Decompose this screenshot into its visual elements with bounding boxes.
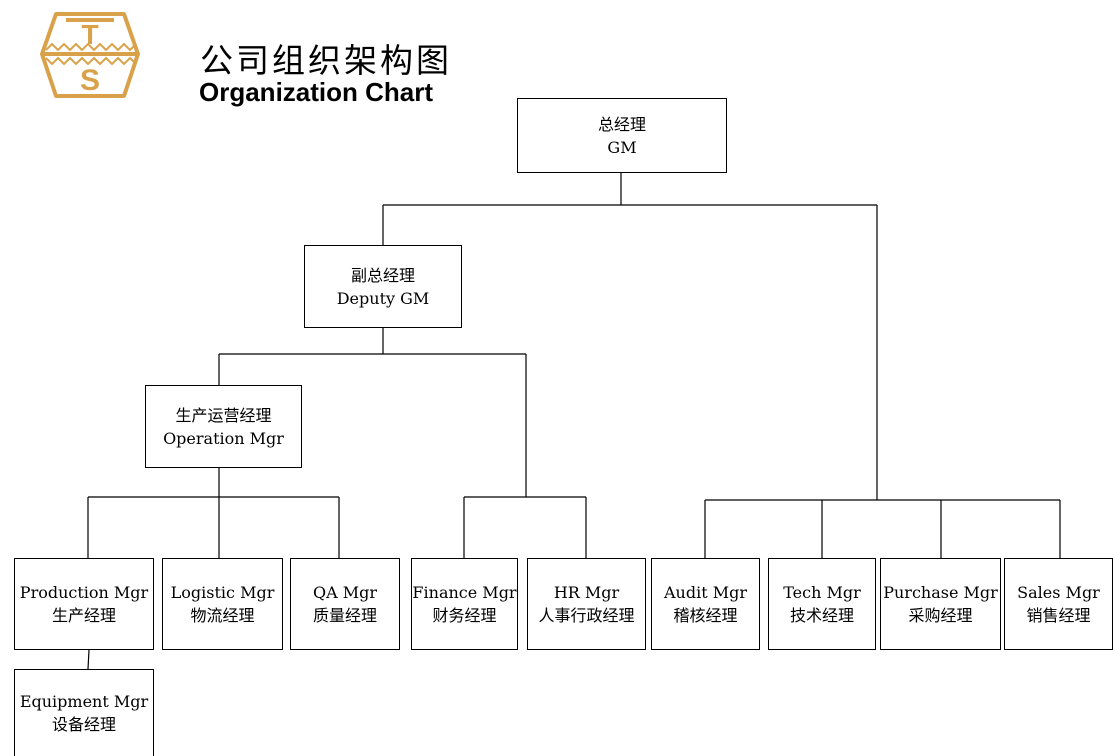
node-finance-mgr: Finance Mgr 财务经理 — [411, 558, 518, 650]
node-deputy-gm-cn: 副总经理 — [350, 265, 415, 285]
node-operation-mgr-en: Operation Mgr — [163, 428, 284, 448]
connector-line — [87, 649, 90, 670]
node-production-mgr-en: Production Mgr — [19, 583, 149, 602]
node-hr-mgr: HR Mgr 人事行政经理 — [527, 558, 646, 650]
node-logistic-mgr-cn: 物流经理 — [190, 606, 255, 625]
node-production-mgr: Production Mgr 生产经理 — [14, 558, 154, 650]
node-gm-cn: 总经理 — [597, 114, 646, 134]
node-finance-mgr-en: Finance Mgr — [412, 583, 517, 602]
node-equipment-mgr-en: Equipment Mgr — [19, 692, 149, 711]
node-qa-mgr-cn: 质量经理 — [312, 606, 377, 625]
node-qa-mgr-en: QA Mgr — [312, 583, 378, 602]
node-audit-mgr-cn: 稽核经理 — [673, 606, 738, 625]
logo-letter-s: S — [80, 64, 100, 97]
node-hr-mgr-en: HR Mgr — [553, 583, 620, 602]
node-sales-mgr-en: Sales Mgr — [1017, 583, 1100, 602]
node-logistic-mgr: Logistic Mgr 物流经理 — [162, 558, 283, 650]
node-gm-en: GM — [607, 137, 637, 157]
node-purchase-mgr: Purchase Mgr 采购经理 — [880, 558, 1001, 650]
node-deputy-gm: 副总经理 Deputy GM — [304, 245, 462, 328]
node-production-mgr-cn: 生产经理 — [51, 606, 116, 625]
node-equipment-mgr-cn: 设备经理 — [51, 715, 116, 734]
node-finance-mgr-cn: 财务经理 — [432, 606, 497, 625]
logo-letter-t: T — [81, 19, 98, 50]
node-tech-mgr: Tech Mgr 技术经理 — [768, 558, 876, 650]
node-audit-mgr: Audit Mgr 稽核经理 — [651, 558, 760, 650]
node-logistic-mgr-en: Logistic Mgr — [170, 583, 275, 602]
title-english: Organization Chart — [199, 77, 434, 107]
title-chinese: 公司组织架构图 — [200, 41, 452, 80]
node-qa-mgr: QA Mgr 质量经理 — [290, 558, 400, 650]
node-sales-mgr-cn: 销售经理 — [1026, 606, 1091, 625]
node-operation-mgr-cn: 生产运营经理 — [175, 405, 272, 425]
node-audit-mgr-en: Audit Mgr — [663, 583, 747, 602]
company-logo: T S — [38, 10, 142, 100]
node-tech-mgr-cn: 技术经理 — [789, 606, 854, 625]
node-deputy-gm-en: Deputy GM — [336, 288, 430, 308]
node-gm: 总经理 GM — [517, 98, 727, 173]
node-purchase-mgr-cn: 采购经理 — [908, 606, 973, 625]
node-sales-mgr: Sales Mgr 销售经理 — [1004, 558, 1113, 650]
node-purchase-mgr-en: Purchase Mgr — [883, 583, 998, 602]
node-equipment-mgr: Equipment Mgr 设备经理 — [14, 669, 154, 756]
node-operation-mgr: 生产运营经理 Operation Mgr — [145, 385, 302, 468]
node-tech-mgr-en: Tech Mgr — [783, 583, 861, 602]
node-hr-mgr-cn: 人事行政经理 — [538, 606, 635, 625]
